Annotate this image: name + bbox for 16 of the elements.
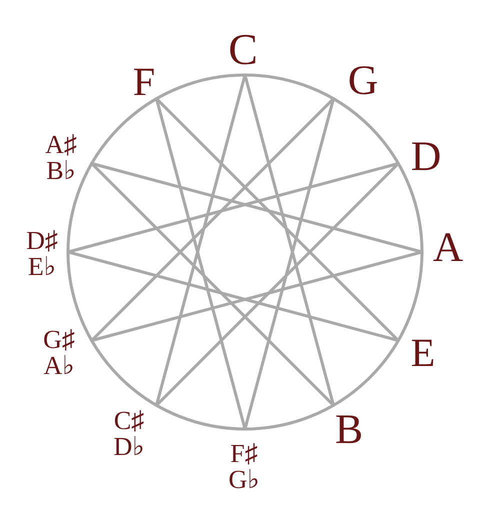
note-label: F♯ G♭	[228, 441, 260, 493]
note-label: B	[335, 409, 363, 451]
note-label: F	[132, 62, 156, 102]
star-line	[90, 97, 335, 342]
note-label: C♯ D♭	[113, 408, 145, 460]
note-label: E	[410, 333, 436, 373]
note-label: D♯ E♭	[26, 228, 58, 280]
note-label: D	[410, 136, 442, 178]
note-label: A	[432, 227, 464, 269]
star-line	[155, 97, 400, 342]
star-line	[155, 162, 400, 407]
note-label: A♯ B♭	[45, 132, 77, 184]
note-label: C	[228, 28, 258, 72]
note-label: G♯ A♭	[43, 327, 75, 379]
note-label: G	[348, 60, 378, 102]
star-line	[90, 162, 335, 407]
